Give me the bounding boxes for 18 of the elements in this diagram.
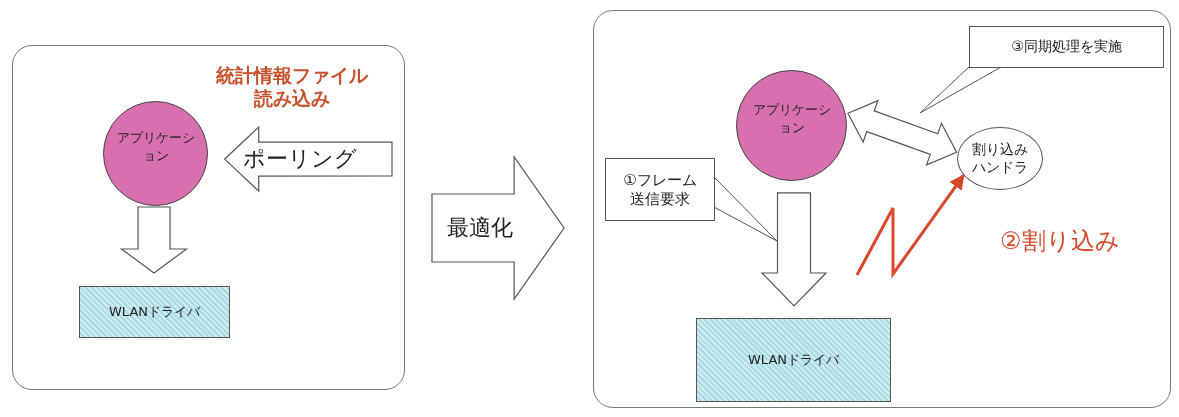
callout-box [969,26,1164,68]
callout-box [605,158,715,221]
driver-box [79,286,230,338]
node-label: WLANドライバ [748,351,839,369]
driver-box [696,318,891,402]
block-arrow [847,99,958,166]
node-label: 割り込みハンドラ [971,140,1029,177]
heading-text: 統計情報ファイル読み込み [215,64,369,110]
node-label: WLANドライバ [109,303,200,321]
node-label: アプリケーション [751,100,832,137]
block-arrow [760,192,828,307]
node-label: ①フレーム送信要求 [622,170,698,209]
interrupt-arrow [855,174,965,279]
node-label: ③同期処理を実施 [1011,38,1122,56]
leader-line [713,176,778,242]
block-arrow [119,206,189,274]
node-label: アプリケーション [115,128,196,165]
leader-line [919,66,1002,114]
